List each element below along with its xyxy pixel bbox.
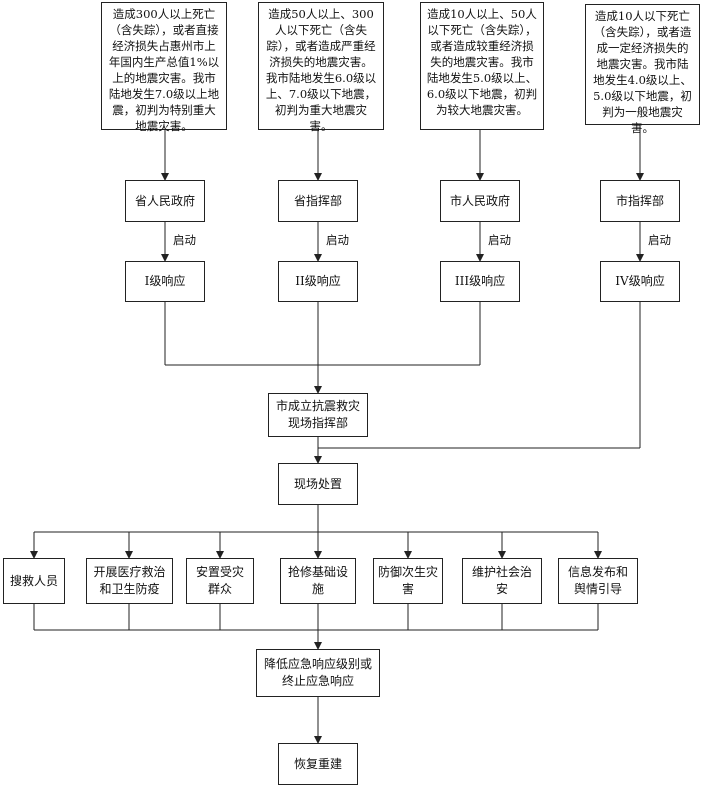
response-level-2: II级响应 bbox=[278, 261, 358, 302]
downgrade-or-terminate-response: 降低应急响应级别或终止应急响应 bbox=[256, 649, 380, 697]
action-resettle-victims: 安置受灾群众 bbox=[186, 558, 254, 604]
action-medical-epidemic: 开展医疗救治和卫生防疫 bbox=[86, 558, 173, 604]
authority-provincial-government: 省人民政府 bbox=[125, 180, 205, 222]
action-prevent-secondary-disasters: 防御次生灾害 bbox=[373, 558, 443, 604]
start-label-4: 启动 bbox=[646, 232, 673, 248]
condition-level-2: 造成50人以上、300人以下死亡（含失踪），或者造成严重经济损失的地震灾害。我市… bbox=[258, 2, 384, 133]
authority-provincial-headquarters: 省指挥部 bbox=[278, 180, 358, 222]
response-level-3: III级响应 bbox=[440, 261, 520, 302]
condition-level-1: 造成300人以上死亡（含失踪），或者直接经济损失占惠州市上年国内生产总值1%以上… bbox=[101, 2, 227, 133]
start-label-1: 启动 bbox=[171, 232, 198, 248]
response-level-4: IV级响应 bbox=[600, 261, 680, 302]
action-information-release: 信息发布和舆情引导 bbox=[558, 558, 638, 604]
condition-level-3: 造成10人以上、50人以下死亡（含失踪），或者造成较重经济损失的地震灾害。我市陆… bbox=[420, 2, 544, 130]
authority-municipal-headquarters: 市指挥部 bbox=[600, 180, 680, 222]
start-label-3: 启动 bbox=[486, 232, 513, 248]
authority-municipal-government: 市人民政府 bbox=[440, 180, 520, 222]
action-maintain-public-order: 维护社会治安 bbox=[462, 558, 542, 604]
condition-level-4: 造成10人以下死亡（含失踪），或者造成一定经济损失的地震灾害。我市陆地发生4.0… bbox=[585, 4, 700, 135]
action-repair-infrastructure: 抢修基础设施 bbox=[280, 558, 356, 604]
onsite-disposal: 现场处置 bbox=[278, 463, 358, 505]
onsite-command-headquarters: 市成立抗震救灾现场指挥部 bbox=[268, 393, 368, 437]
response-level-1: I级响应 bbox=[125, 261, 205, 302]
start-label-2: 启动 bbox=[324, 232, 351, 248]
recovery-reconstruction: 恢复重建 bbox=[278, 743, 358, 785]
action-search-rescue: 搜救人员 bbox=[3, 558, 65, 604]
